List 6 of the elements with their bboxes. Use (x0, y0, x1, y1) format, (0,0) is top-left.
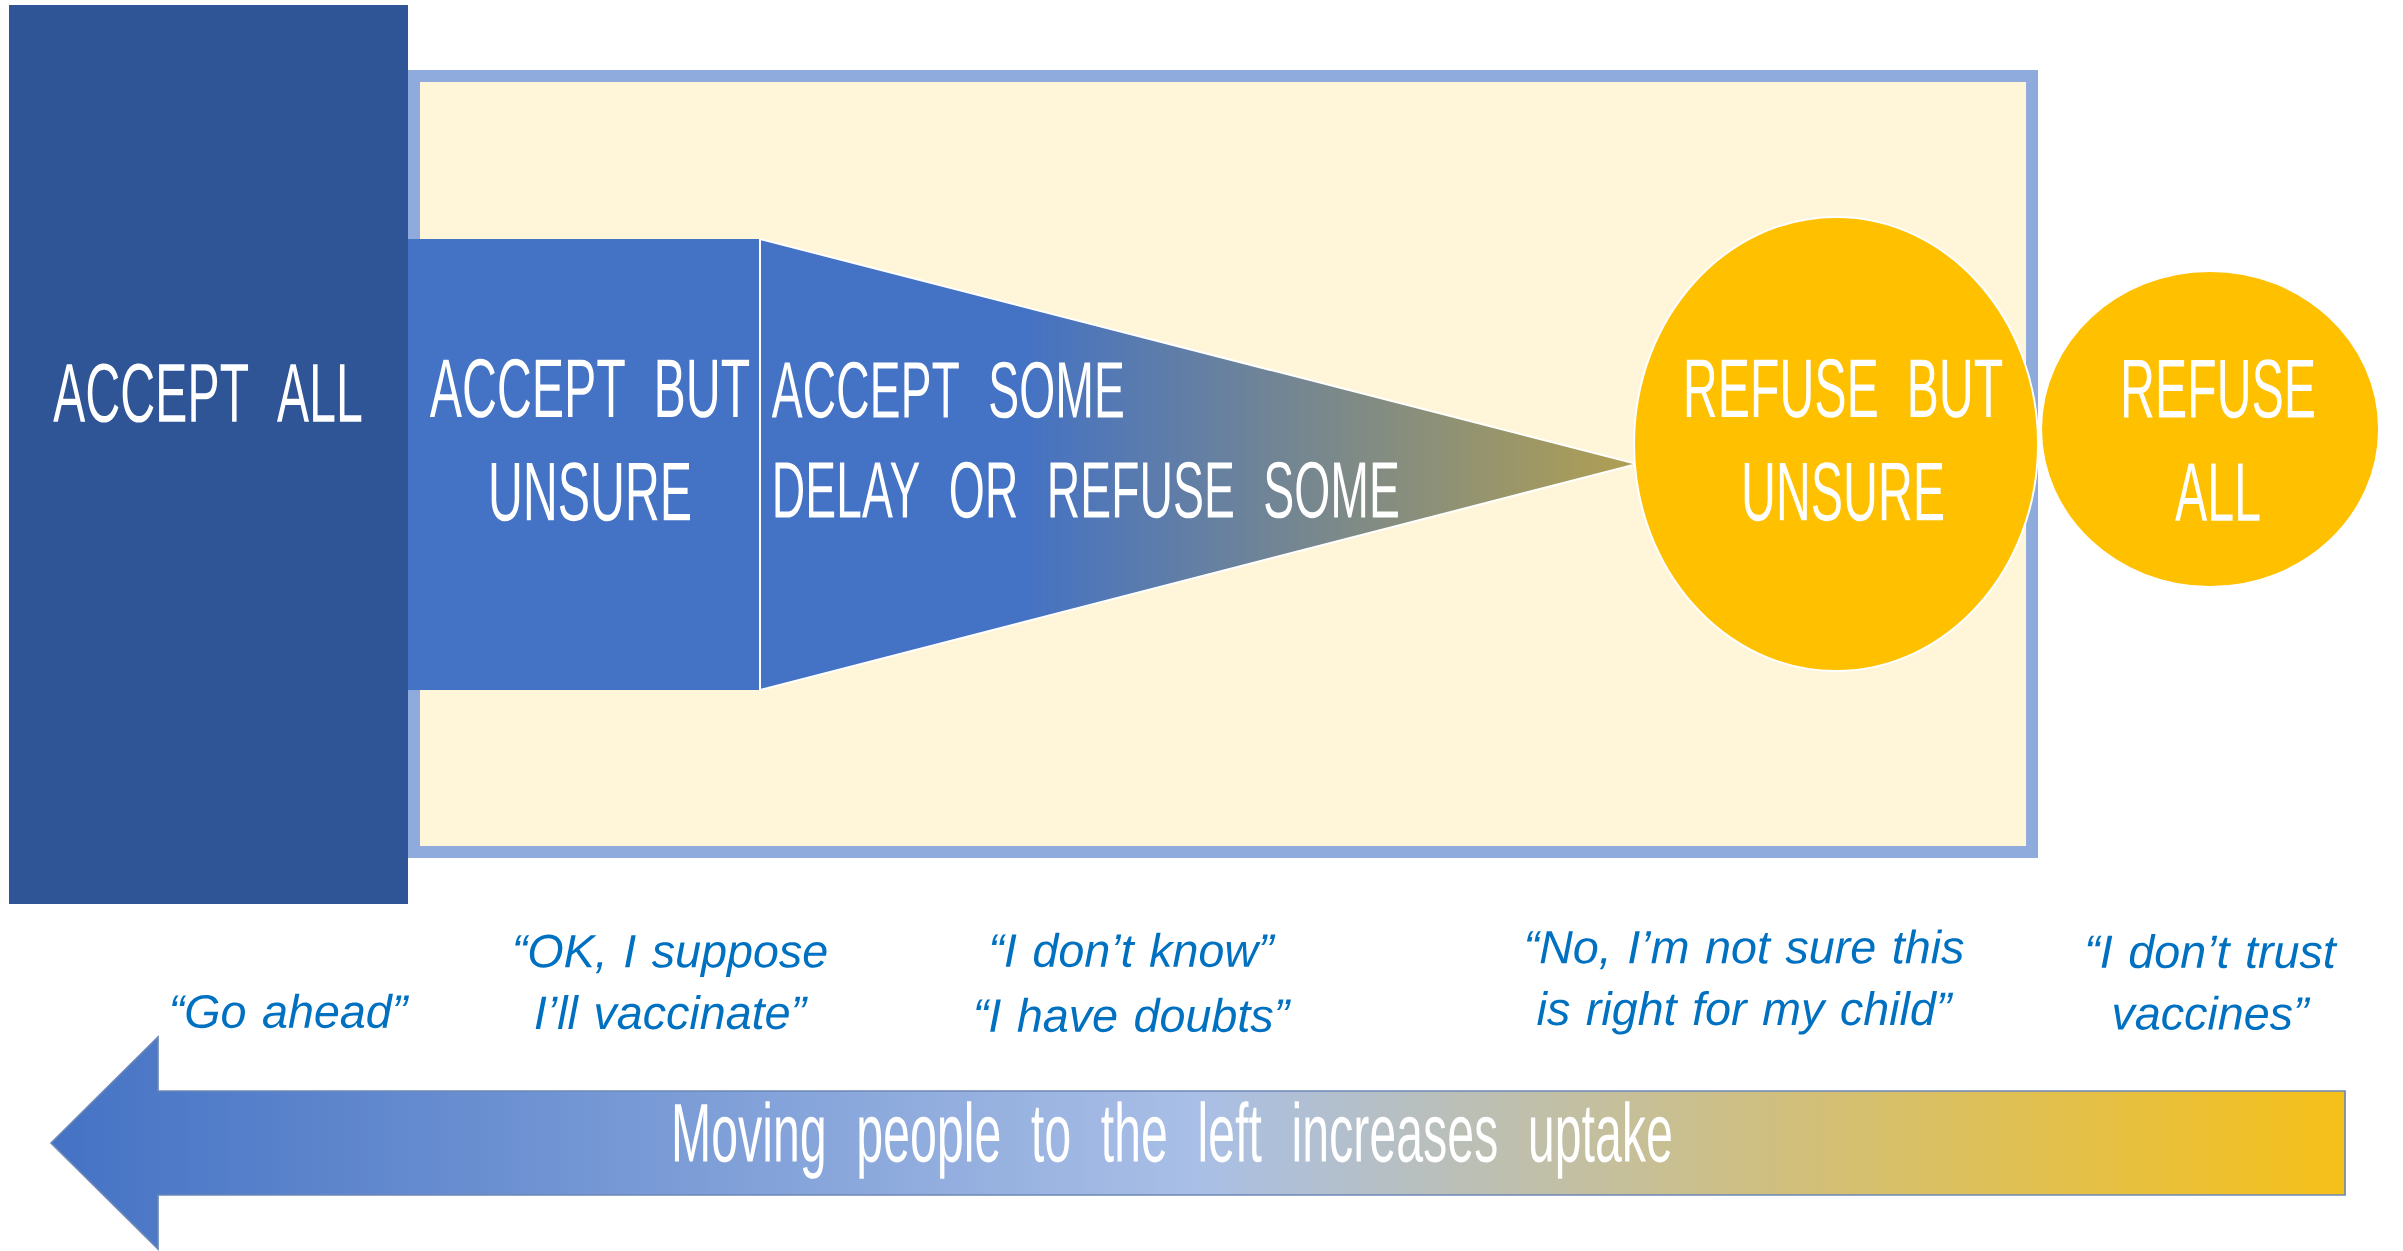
quote-text: “OK, I suppose I’ll vaccinate” (515, 934, 827, 1030)
quote-text: “I don’t know” (991, 932, 1276, 968)
category-box: ACCEPT BUT UNSURE (408, 239, 760, 690)
category-box: ACCEPT ALL (9, 5, 408, 904)
quote-text: “Go ahead” (172, 993, 410, 1029)
node-label: ACCEPT BUT UNSURE (429, 358, 750, 522)
